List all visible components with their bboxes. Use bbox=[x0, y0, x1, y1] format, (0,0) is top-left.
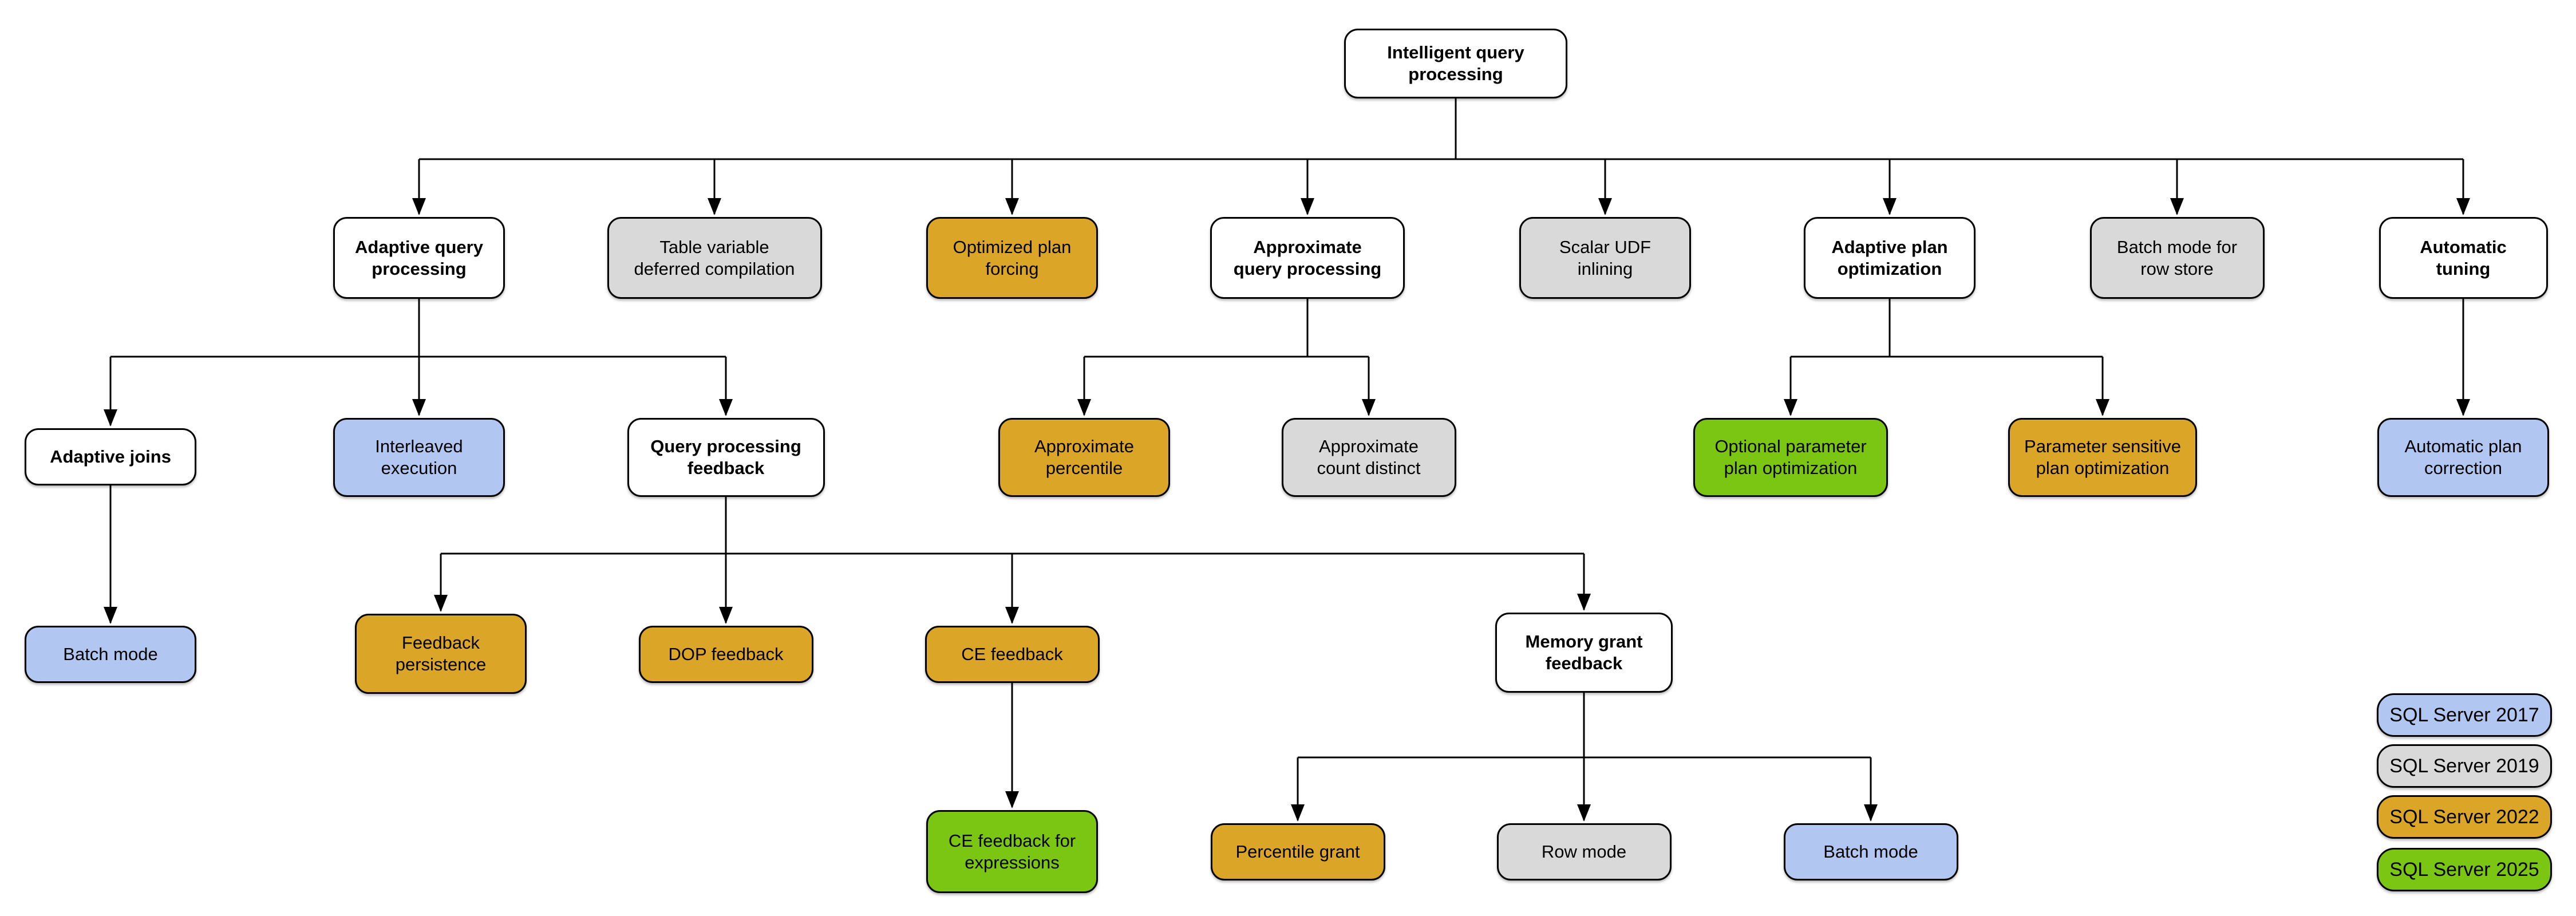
node-parameter-sensitive-plan-optimization: Parameter sensitive plan optimization bbox=[2008, 418, 2197, 497]
legend-item-sql-server-2025: SQL Server 2025 bbox=[2377, 848, 2552, 891]
legend-item-sql-server-2019: SQL Server 2019 bbox=[2377, 744, 2552, 788]
node-batch-mode-memory-grant: Batch mode bbox=[1783, 823, 1958, 881]
node-approximate-percentile: Approximate percentile bbox=[998, 418, 1170, 497]
legend-item-sql-server-2022: SQL Server 2022 bbox=[2377, 795, 2552, 839]
node-optional-parameter-plan-optimization: Optional parameter plan optimization bbox=[1693, 418, 1888, 497]
node-adaptive-joins: Adaptive joins bbox=[25, 428, 196, 485]
node-approximate-query-processing: Approximate query processing bbox=[1210, 217, 1405, 299]
node-scalar-udf-inlining: Scalar UDF inlining bbox=[1519, 217, 1691, 299]
node-query-processing-feedback: Query processing feedback bbox=[627, 418, 825, 497]
node-row-mode: Row mode bbox=[1496, 823, 1672, 881]
node-memory-grant-feedback: Memory grant feedback bbox=[1495, 613, 1673, 693]
node-intelligent-query-processing: Intelligent query processing bbox=[1344, 29, 1567, 98]
node-dop-feedback: DOP feedback bbox=[638, 626, 813, 683]
node-approximate-count-distinct: Approximate count distinct bbox=[1281, 418, 1456, 497]
legend-item-sql-server-2017: SQL Server 2017 bbox=[2377, 693, 2552, 737]
node-automatic-plan-correction: Automatic plan correction bbox=[2377, 418, 2549, 497]
node-adaptive-query-processing: Adaptive query processing bbox=[333, 217, 505, 299]
node-batch-mode-adaptive-joins: Batch mode bbox=[25, 626, 196, 683]
node-adaptive-plan-optimization: Adaptive plan optimization bbox=[1804, 217, 1976, 299]
node-percentile-grant: Percentile grant bbox=[1210, 823, 1385, 881]
node-ce-feedback: CE feedback bbox=[924, 626, 1100, 683]
node-batch-mode-for-row-store: Batch mode for row store bbox=[2089, 217, 2265, 299]
node-ce-feedback-for-expressions: CE feedback for expressions bbox=[926, 810, 1098, 893]
node-feedback-persistence: Feedback persistence bbox=[355, 614, 527, 694]
node-automatic-tuning: Automatic tuning bbox=[2379, 217, 2548, 299]
node-interleaved-execution: Interleaved execution bbox=[333, 418, 505, 497]
node-table-variable-deferred-compilation: Table variable deferred compilation bbox=[607, 217, 822, 299]
node-optimized-plan-forcing: Optimized plan forcing bbox=[926, 217, 1098, 299]
